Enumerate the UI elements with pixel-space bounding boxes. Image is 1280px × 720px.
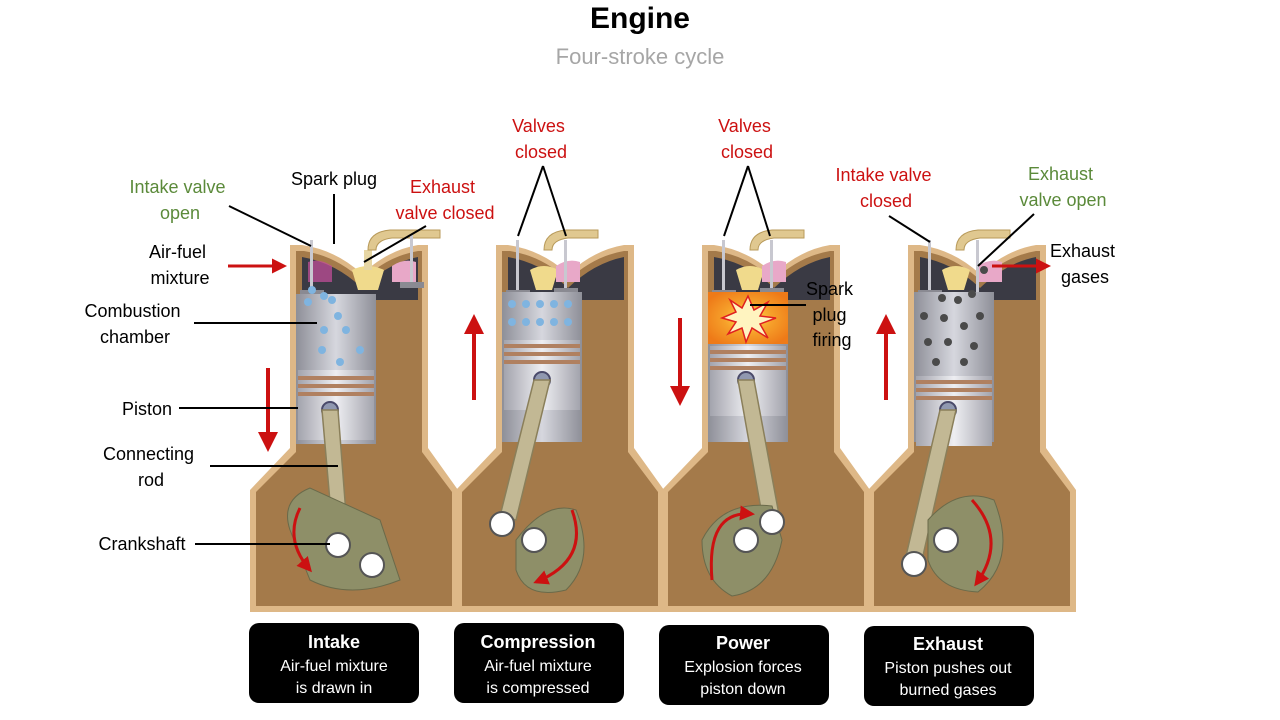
label-crankshaft: Crankshaft xyxy=(98,534,185,554)
svg-text:Air-fuel mixture: Air-fuel mixture xyxy=(280,658,388,675)
engine-power xyxy=(662,229,870,612)
engine-exhaust xyxy=(868,229,1076,612)
label-spark-plug: Spark plug xyxy=(291,169,377,189)
label-piston: Piston xyxy=(122,399,172,419)
label-connecting-rod: Connecting rod xyxy=(103,444,199,490)
svg-text:is compressed: is compressed xyxy=(486,680,589,697)
label-exhaust-valve-open: Exhaust valve open xyxy=(1019,164,1106,210)
svg-text:is drawn in: is drawn in xyxy=(296,680,372,697)
leader-lines xyxy=(179,165,1035,545)
label-intake-valve-open: Intake valve open xyxy=(129,177,230,223)
label-spark-plug-firing: Spark plug firing xyxy=(806,279,858,350)
page-title: Engine xyxy=(589,2,690,35)
label-combustion-chamber: Combustion chamber xyxy=(84,301,185,347)
svg-text:Piston pushes out: Piston pushes out xyxy=(884,660,1012,677)
caption-compression: Compression Air-fuel mixture is compress… xyxy=(454,623,624,703)
svg-text:Compression: Compression xyxy=(480,632,595,652)
svg-text:burned gases: burned gases xyxy=(900,682,997,699)
caption-intake: Intake Air-fuel mixture is drawn in xyxy=(249,623,419,703)
label-valves-closed-power: Valves closed xyxy=(718,116,776,162)
labels: Intake valve open Spark plug Exhaust val… xyxy=(84,116,1120,554)
engine-intake xyxy=(250,229,458,612)
label-intake-valve-closed: Intake valve closed xyxy=(835,165,936,211)
svg-text:Explosion forces: Explosion forces xyxy=(684,659,801,676)
label-exhaust-gases: Exhaust gases xyxy=(1050,241,1120,287)
svg-text:Intake: Intake xyxy=(308,632,360,652)
label-exhaust-valve-closed: Exhaust valve closed xyxy=(395,177,494,223)
caption-power: Power Explosion forces piston down xyxy=(659,625,829,705)
svg-text:piston down: piston down xyxy=(700,681,785,698)
caption-exhaust: Exhaust Piston pushes out burned gases xyxy=(864,626,1034,706)
svg-text:Air-fuel mixture: Air-fuel mixture xyxy=(484,658,592,675)
engine-compression xyxy=(456,229,664,612)
stroke-captions: Intake Air-fuel mixture is drawn in Comp… xyxy=(249,623,1034,706)
label-valves-closed-compression: Valves closed xyxy=(512,116,570,162)
page-subtitle: Four-stroke cycle xyxy=(555,44,725,69)
label-air-fuel-mixture: Air-fuel mixture xyxy=(149,242,211,288)
svg-text:Power: Power xyxy=(716,633,770,653)
svg-text:Exhaust: Exhaust xyxy=(913,634,983,654)
